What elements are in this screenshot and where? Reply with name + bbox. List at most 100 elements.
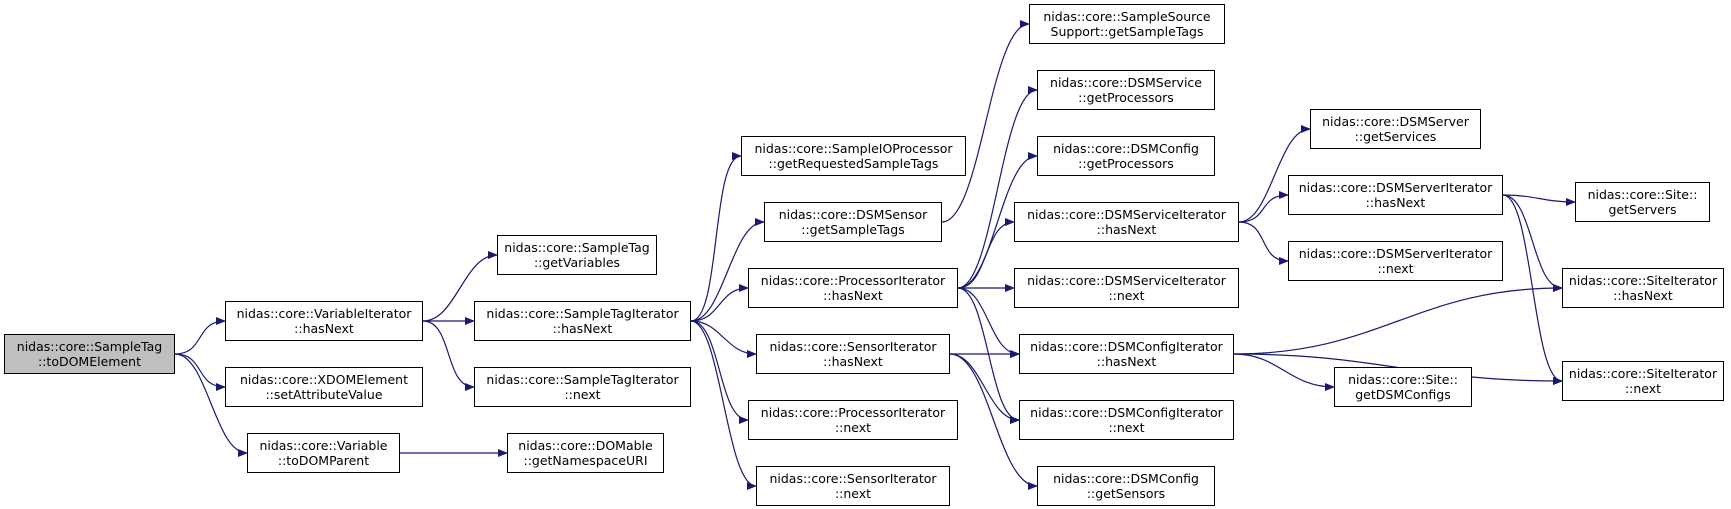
node-label-line: ::getServices <box>1354 129 1437 144</box>
node-label-line: nidas::core::DSMSensor <box>778 207 928 222</box>
node-label-line: nidas::core::SampleIOProcessor <box>754 141 953 156</box>
node-site-getservers[interactable]: nidas::core::Site::getServers <box>1575 182 1710 222</box>
node-label-line: ::getSensors <box>1086 486 1166 501</box>
node-label-line: nidas::core::DSMConfigIterator <box>1030 405 1223 420</box>
node-dsvi-next[interactable]: nidas::core::DSMServerIterator::next <box>1288 241 1503 281</box>
node-dsmservice-proc[interactable]: nidas::core::DSMService::getProcessors <box>1037 70 1215 110</box>
node-label-line: ::hasNext <box>1365 195 1426 210</box>
node-label-line: Support::getSampleTags <box>1050 24 1204 39</box>
node-label-line: nidas::core::DSMConfig <box>1053 141 1199 156</box>
node-pi-hasnext[interactable]: nidas::core::ProcessorIterator::hasNext <box>748 268 958 308</box>
edge-dsi-hasnext-to-dsvi-hasnext <box>1238 191 1289 223</box>
edge-pi-hasnext-to-dsmservice-proc <box>957 86 1038 289</box>
node-label-line: getDSMConfigs <box>1355 387 1451 402</box>
node-label-line: ::toDOMElement <box>38 354 141 369</box>
node-dci-next[interactable]: nidas::core::DSMConfigIterator::next <box>1019 400 1234 440</box>
node-label-line: nidas::core::VariableIterator <box>236 306 412 321</box>
node-label-line: nidas::core::ProcessorIterator <box>760 405 946 420</box>
node-var-todomparent[interactable]: nidas::core::Variable::toDOMParent <box>247 433 400 473</box>
node-label-line: nidas::core::DSMServerIterator <box>1298 246 1493 261</box>
node-label-line: ::next <box>1108 288 1145 303</box>
node-siteit-hasnext[interactable]: nidas::core::SiteIterator::hasNext <box>1562 268 1724 308</box>
node-label-line: ::hasNext <box>823 354 883 369</box>
edge-si-hasnext-to-dci-next <box>949 353 1020 424</box>
node-label-line: nidas::core::DOMable <box>518 438 653 453</box>
node-dsmconfig-proc[interactable]: nidas::core::DSMConfig::getProcessors <box>1037 136 1215 176</box>
node-label-line: getServers <box>1608 202 1677 217</box>
node-vi-hasnext[interactable]: nidas::core::VariableIterator::hasNext <box>225 301 423 341</box>
node-dsmconfig-sensors[interactable]: nidas::core::DSMConfig::getSensors <box>1037 466 1215 506</box>
edge-root-to-var-todomparent <box>174 353 248 457</box>
edge-root-to-xdom-setattr <box>174 353 226 391</box>
node-label-line: ::getRequestedSampleTags <box>768 156 939 171</box>
edge-sti-hasnext-to-pi-hasnext <box>690 284 749 322</box>
node-si-hasnext[interactable]: nidas::core::SensorIterator::hasNext <box>756 334 950 374</box>
node-label-line: ::next <box>834 486 872 501</box>
node-label-line: nidas::core::SampleTag <box>504 240 650 255</box>
node-domable-ns[interactable]: nidas::core::DOMable::getNamespaceURI <box>507 433 664 473</box>
node-label-line: nidas::core::XDOMElement <box>240 372 408 387</box>
node-pi-next[interactable]: nidas::core::ProcessorIterator::next <box>748 400 958 440</box>
edge-root-to-vi-hasnext <box>174 317 226 355</box>
node-si-next[interactable]: nidas::core::SensorIterator::next <box>756 466 950 506</box>
edge-vi-hasnext-to-sti-next <box>422 320 475 391</box>
node-label-line: ::getSampleTags <box>801 222 905 237</box>
node-label-line: nidas::core::SensorIterator <box>769 339 937 354</box>
node-label-line: ::getVariables <box>533 255 621 270</box>
node-label-line: ::getNamespaceURI <box>523 453 648 468</box>
node-label-line: nidas::core::DSMService <box>1050 75 1202 90</box>
node-label-line: ::next <box>1108 420 1145 435</box>
node-siop-reqtags[interactable]: nidas::core::SampleIOProcessor::getReque… <box>741 136 966 176</box>
edge-dci-hasnext-to-siteit-hasnext <box>1233 284 1563 355</box>
node-st-getvariables[interactable]: nidas::core::SampleTag::getVariables <box>497 235 657 275</box>
node-label-line: nidas::core::DSMServiceIterator <box>1027 207 1226 222</box>
edge-sti-hasnext-to-si-hasnext <box>690 320 757 358</box>
node-label-line: ::next <box>1624 381 1662 396</box>
node-dsmsensor-tags[interactable]: nidas::core::DSMSensor::getSampleTags <box>764 202 942 242</box>
node-siteit-next[interactable]: nidas::core::SiteIterator::next <box>1562 361 1724 401</box>
node-label-line: ::getProcessors <box>1078 156 1174 171</box>
node-sti-hasnext[interactable]: nidas::core::SampleTagIterator::hasNext <box>474 301 691 341</box>
node-dsmserver-services[interactable]: nidas::core::DSMServer::getServices <box>1310 109 1481 149</box>
edge-pi-hasnext-to-dci-hasnext <box>957 287 1020 358</box>
node-label-line: ::setAttributeValue <box>265 387 383 402</box>
node-label-line: ::hasNext <box>1613 288 1673 303</box>
node-label-line: ::toDOMParent <box>277 453 370 468</box>
node-label-line: ::hasNext <box>823 288 883 303</box>
node-dsvi-hasnext[interactable]: nidas::core::DSMServerIterator::hasNext <box>1288 175 1503 215</box>
node-label-line: nidas::core::SiteIterator <box>1568 273 1718 288</box>
node-site-getdsmconfigs[interactable]: nidas::core::Site::getDSMConfigs <box>1334 367 1472 407</box>
node-sti-next[interactable]: nidas::core::SampleTagIterator::next <box>474 367 691 407</box>
node-label-line: ::next <box>564 387 601 402</box>
node-label-line: nidas::core::DSMServiceIterator <box>1027 273 1226 288</box>
edge-sti-hasnext-to-pi-next <box>690 320 749 424</box>
node-label-line: nidas::core::SampleTagIterator <box>486 372 679 387</box>
node-root: nidas::core::SampleTag::toDOMElement <box>4 334 175 374</box>
node-label-line: ::hasNext <box>294 321 354 336</box>
node-label-line: nidas::core::ProcessorIterator <box>760 273 946 288</box>
node-label-line: nidas::core::SensorIterator <box>769 471 937 486</box>
node-label-line: nidas::core::SampleTagIterator <box>486 306 679 321</box>
node-label-line: nidas::core::SampleSource <box>1043 9 1211 24</box>
node-label-line: ::next <box>1377 261 1414 276</box>
node-label-line: nidas::core::DSMServer <box>1322 114 1469 129</box>
node-dsi-next[interactable]: nidas::core::DSMServiceIterator::next <box>1014 268 1239 308</box>
node-label-line: nidas::core::SiteIterator <box>1568 366 1718 381</box>
edge-sti-hasnext-to-si-next <box>690 320 757 490</box>
node-label-line: nidas::core::DSMServerIterator <box>1298 180 1493 195</box>
edge-dsvi-hasnext-to-site-getservers <box>1502 194 1576 206</box>
node-label-line: ::hasNext <box>1096 222 1157 237</box>
node-xdom-setattr[interactable]: nidas::core::XDOMElement::setAttributeVa… <box>225 367 423 407</box>
edge-si-hasnext-to-dsmconfig-sensors <box>949 353 1038 490</box>
node-label-line: nidas::core::Site:: <box>1348 372 1458 387</box>
edge-dsvi-hasnext-to-siteit-next <box>1502 194 1563 385</box>
edge-dsmsensor-tags-to-sss-tags <box>941 20 1030 223</box>
node-label-line: nidas::core::SampleTag <box>16 339 163 354</box>
edge-pi-hasnext-to-dsmconfig-proc <box>957 152 1038 289</box>
node-dsi-hasnext[interactable]: nidas::core::DSMServiceIterator::hasNext <box>1014 202 1239 242</box>
edge-pi-hasnext-to-dsi-hasnext <box>957 218 1015 289</box>
node-dci-hasnext[interactable]: nidas::core::DSMConfigIterator::hasNext <box>1019 334 1234 374</box>
node-label-line: ::next <box>834 420 872 435</box>
